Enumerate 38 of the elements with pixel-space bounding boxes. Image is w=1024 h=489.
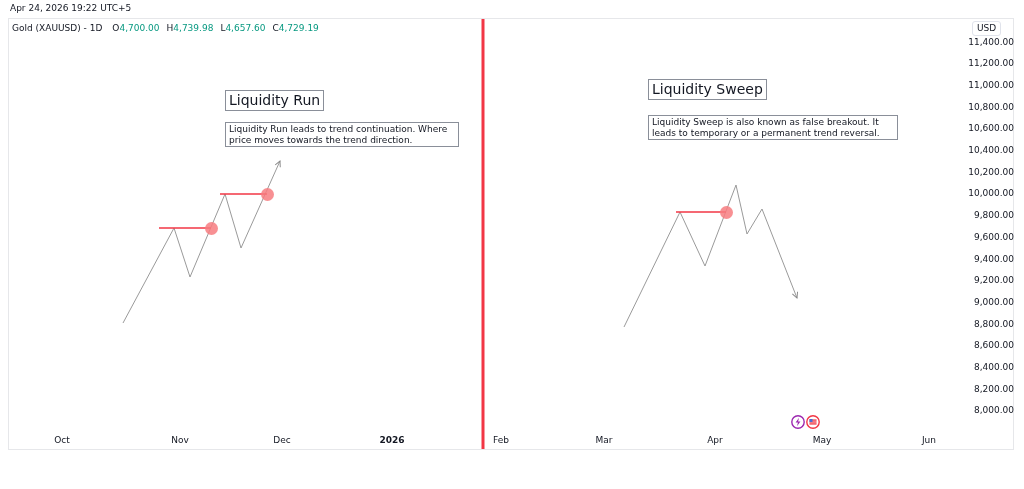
ohlc-value: L4,657.60 [220, 23, 266, 34]
date-tick-label: Dec [272, 435, 292, 446]
annotation-note: Liquidity Run leads to trend continuation. Where price moves towards the trend direction. [225, 122, 459, 147]
price-tick-label: 10,800.00 [968, 101, 1014, 113]
price-tick-label: 11,000.00 [968, 79, 1014, 91]
annotation-note: Liquidity Sweep is also known as false breakout. It leads to temporary or a permanent trend reversal. [648, 115, 898, 140]
timestamp-text: Apr 24, 2026 19:22 UTC+5 [10, 3, 132, 14]
price-tick-label: 11,200.00 [968, 58, 1014, 70]
date-tick-label: Oct [53, 435, 71, 446]
ohlc-value: C4,729.19 [272, 23, 319, 34]
date-tick-label: 2026 [378, 435, 406, 446]
date-tick-label: Jun [920, 435, 938, 446]
date-tick-label: Mar [594, 435, 614, 446]
date-tick-label: May [811, 435, 833, 446]
symbol-text: Gold (XAUUSD) - 1D [12, 23, 103, 34]
ohlc-value: H4,739.98 [166, 23, 214, 34]
price-tick-label: 10,200.00 [968, 166, 1014, 178]
price-tick-label: 8,800.00 [973, 318, 1014, 330]
price-tick-label: 10,600.00 [968, 123, 1014, 135]
price-tick-label: 10,400.00 [968, 145, 1014, 156]
date-tick-label: Nov [170, 435, 190, 446]
price-tick-label: 8,200.00 [973, 383, 1014, 395]
price-tick-label: 11,400.00 [968, 36, 1014, 48]
currency-label: USD [972, 21, 1002, 36]
price-tick-label: 9,800.00 [973, 210, 1014, 222]
price-tick-label: 9,400.00 [973, 253, 1014, 265]
price-tick-label: 9,000.00 [973, 296, 1014, 308]
date-tick-label: Apr [706, 435, 724, 446]
price-tick-label: 8,600.00 [973, 340, 1014, 352]
price-tick-label: 9,600.00 [973, 231, 1014, 243]
annotation-title: Liquidity Run [225, 90, 325, 111]
price-tick-label: 9,200.00 [973, 275, 1014, 287]
annotation-title: Liquidity Sweep [648, 79, 767, 100]
price-tick-label: 8,400.00 [973, 362, 1014, 373]
ohlc-value: O4,700.00 [112, 23, 160, 34]
price-tick-label: 10,000.00 [968, 188, 1014, 200]
price-tick-label: 8,000.00 [973, 405, 1014, 417]
date-tick-label: Feb [492, 435, 510, 446]
